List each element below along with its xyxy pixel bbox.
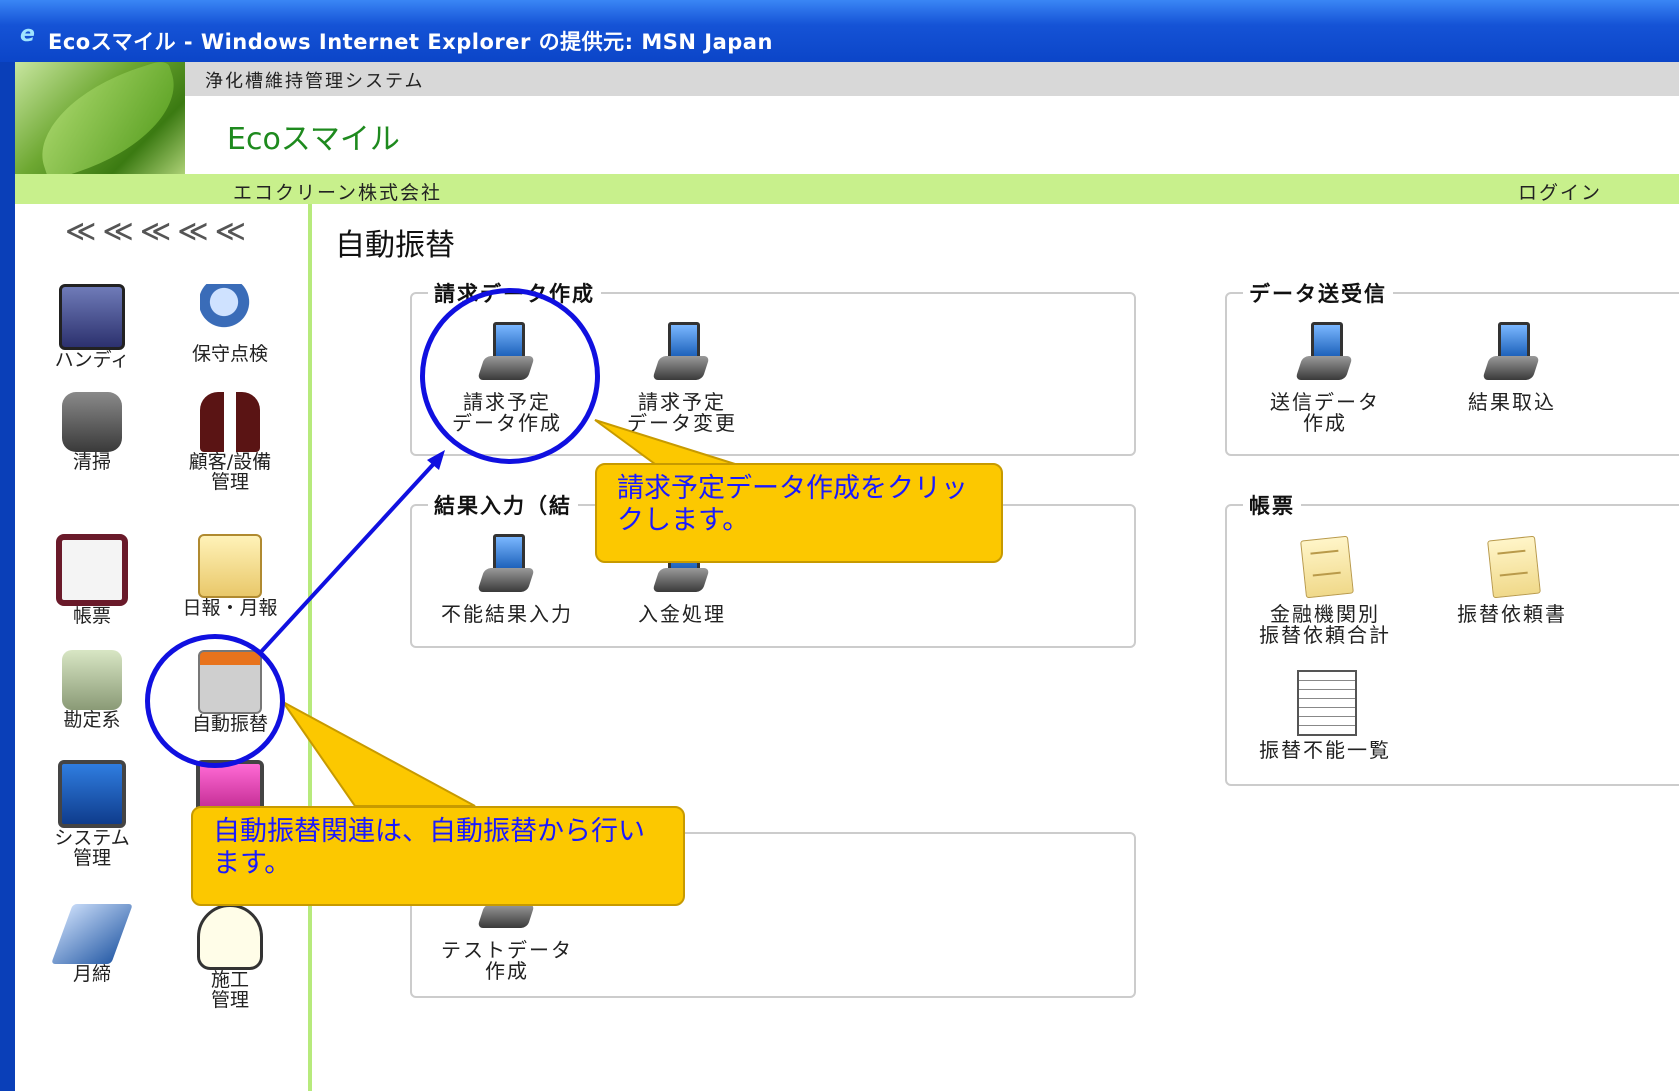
computer-terminal-icon bbox=[1295, 322, 1353, 388]
callout-top-pointer bbox=[594, 419, 736, 465]
tile-result-import[interactable]: 結果取込 bbox=[1432, 322, 1592, 413]
tile-transfer-failure-list[interactable]: 振替不能一覧 bbox=[1245, 670, 1405, 761]
tile-billing-plan-change[interactable]: 請求予定 データ変更 bbox=[602, 322, 762, 434]
tile-failure-input[interactable]: 不能結果入力 bbox=[427, 534, 587, 625]
tile-label: 振替不能一覧 bbox=[1259, 738, 1391, 762]
table-list-icon bbox=[1297, 670, 1357, 736]
tile-label: 結果取込 bbox=[1468, 390, 1556, 414]
arrow-line bbox=[258, 455, 442, 655]
login-link[interactable]: ログイン bbox=[1518, 182, 1603, 204]
tile-label: 請求予定 データ作成 bbox=[452, 390, 562, 435]
sidebar-item-reports[interactable]: 帳票 bbox=[37, 534, 147, 626]
leaf-logo-image bbox=[15, 62, 185, 190]
group-reports-title: 帳票 bbox=[1243, 490, 1301, 520]
callout-keyword: 請求予定データ作成 bbox=[617, 473, 860, 504]
window-title: Ecoスマイル - Windows Internet Explorer の提供元… bbox=[48, 30, 773, 54]
sidebar-item-construction[interactable]: 施工 管理 bbox=[175, 904, 285, 1010]
computer-terminal-icon bbox=[1482, 322, 1540, 388]
sidebar-item-label: 日報・月報 bbox=[182, 597, 278, 619]
sidebar-item-label: システム 管理 bbox=[54, 827, 130, 869]
computer-terminal-icon bbox=[477, 322, 535, 388]
tile-label: テストデータ 作成 bbox=[441, 938, 573, 983]
sidebar-item-label: ハンディ bbox=[54, 349, 130, 371]
group-results-title: 結果入力（結 bbox=[428, 490, 578, 520]
callout-top: 請求予定データ作成をクリックします。 bbox=[595, 463, 1003, 563]
sidebar-item-label: 施工 管理 bbox=[210, 969, 249, 1011]
tile-label: 請求予定 データ変更 bbox=[627, 390, 737, 435]
money-icon bbox=[62, 650, 122, 710]
auto-transfer-icon bbox=[198, 650, 262, 714]
tile-label: 振替依頼書 bbox=[1457, 602, 1567, 626]
ie-icon: e bbox=[20, 22, 35, 47]
sidebar-item-daily-monthly[interactable]: 日報・月報 bbox=[175, 534, 285, 618]
report-book-icon bbox=[56, 534, 128, 606]
browser-content: 浄化槽維持管理システム Ecoスマイル エコクリーン株式会社 ログイン ≪≪≪≪… bbox=[15, 62, 1679, 1091]
callout-bottom-pointer bbox=[282, 701, 476, 807]
computer-terminal-icon bbox=[477, 534, 535, 600]
callout-bottom: 自動振替関連は、自動振替から行います。 bbox=[191, 806, 685, 906]
callout-text: 自動振替関連は、 bbox=[213, 816, 429, 847]
computer-terminal-icon bbox=[652, 322, 710, 388]
window-title-bar: e Ecoスマイル - Windows Internet Explorer の提… bbox=[0, 0, 1679, 62]
sidebar-item-label: 保守点検 bbox=[191, 343, 268, 365]
folder-icon bbox=[198, 534, 262, 598]
tile-transfer-request[interactable]: 振替依頼書 bbox=[1432, 534, 1592, 625]
sidebar-item-cleaning[interactable]: 清掃 bbox=[37, 392, 147, 472]
callout-text: をクリックします。 bbox=[617, 473, 968, 536]
callout-text: から行います。 bbox=[213, 816, 645, 879]
cleaning-truck-icon bbox=[62, 392, 122, 452]
sidebar-item-accounting[interactable]: 勘定系 bbox=[37, 650, 147, 730]
app-name: Ecoスマイル bbox=[227, 122, 400, 157]
sidebar-item-label: 帳票 bbox=[72, 605, 111, 627]
system-bar bbox=[185, 62, 1679, 96]
group-billing-title: 請求データ作成 bbox=[428, 278, 601, 308]
tile-billing-plan-create[interactable]: 請求予定 データ作成 bbox=[427, 322, 587, 434]
sidebar-item-label: 顧客/設備 管理 bbox=[188, 451, 272, 493]
sidebar-item-system[interactable]: システム 管理 bbox=[37, 760, 147, 868]
tile-send-data-create[interactable]: 送信データ 作成 bbox=[1245, 322, 1405, 434]
group-billing: 請求データ作成 請求予定 データ作成 請求予定 データ変更 bbox=[410, 278, 1136, 456]
computer-icon bbox=[58, 760, 126, 828]
collapse-sidebar-button[interactable]: ≪≪≪≪≪ bbox=[65, 214, 253, 249]
sidebar-item-label: 勘定系 bbox=[63, 709, 121, 731]
annotation-overlay bbox=[258, 419, 736, 807]
maintenance-worker-icon bbox=[200, 284, 260, 344]
helmet-icon bbox=[197, 904, 263, 970]
sidebar-item-customers[interactable]: 顧客/設備 管理 bbox=[175, 392, 285, 492]
group-reports: 帳票 金融機関別 振替依頼合計 振替依頼書 振替不能一覧 bbox=[1225, 490, 1679, 786]
sidebar-item-month-close[interactable]: 月締 bbox=[37, 904, 147, 984]
group-transfer-title: データ送受信 bbox=[1243, 278, 1393, 308]
customers-icon bbox=[200, 392, 260, 452]
system-name: 浄化槽維持管理システム bbox=[205, 71, 425, 92]
tile-label: 入金処理 bbox=[638, 602, 726, 626]
sidebar-item-label: 自動振替 bbox=[191, 713, 268, 735]
tile-label: 不能結果入力 bbox=[441, 602, 573, 626]
page-title: 自動振替 bbox=[335, 228, 455, 263]
tile-label: 金融機関別 振替依頼合計 bbox=[1259, 602, 1391, 647]
company-bar bbox=[15, 174, 1679, 204]
sidebar-item-auto-transfer[interactable]: 自動振替 bbox=[175, 650, 285, 734]
group-data-transfer: データ送受信 送信データ 作成 結果取込 bbox=[1225, 278, 1679, 456]
sidebar-divider bbox=[308, 204, 312, 1091]
sidebar-item-label: 月締 bbox=[72, 963, 111, 985]
handy-terminal-icon bbox=[59, 284, 125, 350]
sidebar-item-label: 清掃 bbox=[72, 451, 111, 473]
tile-bank-transfer-total[interactable]: 金融機関別 振替依頼合計 bbox=[1245, 534, 1405, 646]
sidebar-item-handy[interactable]: ハンディ bbox=[37, 284, 147, 370]
sidebar-item-maintenance[interactable]: 保守点検 bbox=[175, 284, 285, 364]
callout-keyword: 自動振替 bbox=[429, 816, 537, 847]
tile-label: 送信データ 作成 bbox=[1270, 390, 1380, 435]
company-name: エコクリーン株式会社 bbox=[233, 182, 443, 204]
